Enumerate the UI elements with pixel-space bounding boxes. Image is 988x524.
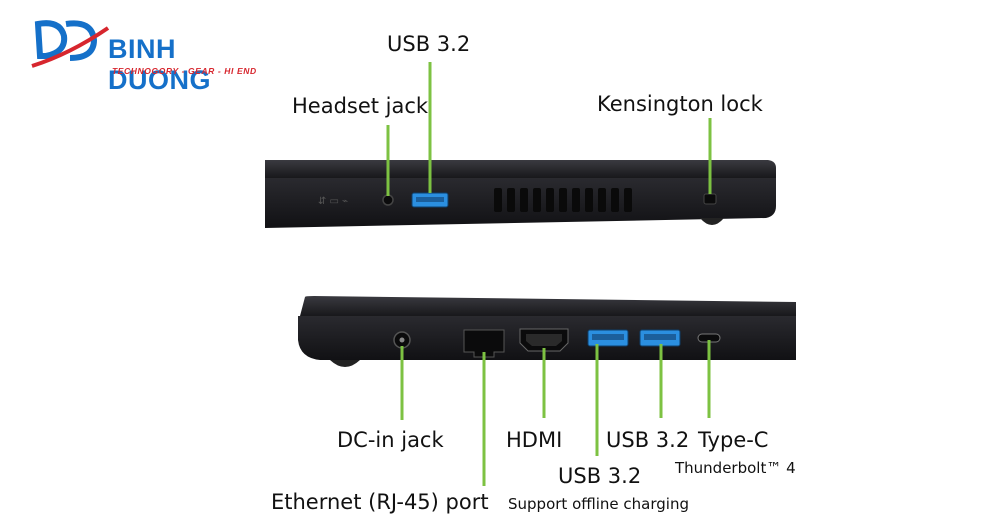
- svg-text:⇵ ▭ ⌁: ⇵ ▭ ⌁: [318, 196, 348, 207]
- callout-lines: [386, 62, 712, 486]
- label-type-c: Type-C: [698, 428, 769, 452]
- label-dc-in-jack: DC-in jack: [337, 428, 444, 452]
- vent-grille-icon: [494, 188, 632, 212]
- label-usb-a-2: USB 3.2: [606, 428, 690, 452]
- laptop-right-side-view: ⇵ ▭ ⌁: [265, 160, 776, 228]
- label-usb-a-1: USB 3.2: [558, 464, 642, 488]
- brand-tagline: TECHNOGORY - GEAR - HI END: [112, 66, 257, 76]
- label-usb-right: USB 3.2: [387, 32, 471, 56]
- label-kensington-lock: Kensington lock: [597, 92, 763, 116]
- kensington-lock-port-icon: [703, 193, 717, 205]
- label-type-c-note: Thunderbolt™ 4: [675, 459, 796, 477]
- label-ethernet-port: Ethernet (RJ-45) port: [271, 490, 489, 514]
- label-usb-a-1-note: Support offline charging: [508, 495, 689, 513]
- laptop-left-side-view: [298, 296, 796, 367]
- label-headset-jack: Headset jack: [292, 94, 429, 118]
- brand-logo: BINH DUONG TECHNOGORY - GEAR - HI END: [30, 14, 280, 95]
- logo-mark-icon: [31, 20, 110, 68]
- label-hdmi: HDMI: [506, 428, 563, 452]
- ethernet-port-icon: [463, 329, 505, 358]
- headset-jack-port-icon: [382, 194, 394, 206]
- brand-name: BINH DUONG: [108, 34, 211, 95]
